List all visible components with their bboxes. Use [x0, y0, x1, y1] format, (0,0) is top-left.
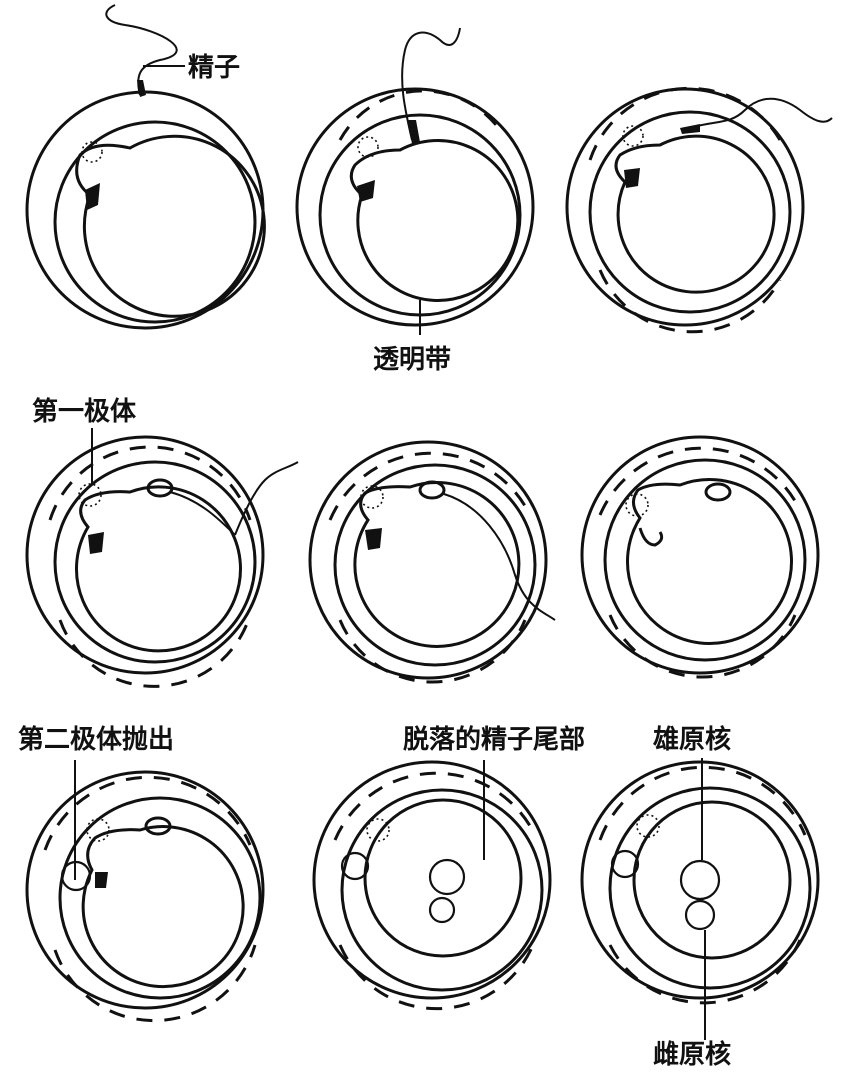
second-meiosis-spindle [638, 527, 664, 547]
first-polar-body [86, 818, 110, 842]
sperm-head [408, 120, 420, 144]
oocyte-chromosomes [85, 183, 100, 210]
female-chromatin [95, 872, 108, 888]
stage-3-oolemma-binding [565, 86, 833, 334]
second-polar-body [610, 849, 640, 879]
stage-7-second-polar-body [25, 760, 265, 1023]
first-polar-body-label: 第一极体 [32, 396, 137, 427]
sperm-tail [105, 4, 178, 96]
stage-2-zona-penetration [295, 27, 535, 335]
polar-body-dotted [622, 125, 644, 147]
stage-1-sperm-contact [25, 4, 266, 330]
female-pronucleus [684, 899, 716, 931]
male-pronucleus [428, 858, 466, 896]
oocyte-chromosomes [365, 528, 382, 550]
polar-body-dotted [81, 141, 103, 163]
male-pronucleus-label: 雄原核 [652, 724, 731, 755]
oocyte-chromosomes [88, 532, 104, 554]
polar-body-dotted [625, 493, 649, 517]
female-pronucleus-label: 雌原核 [653, 1039, 731, 1070]
stage-6-sperm-head-in-ooplasm [580, 435, 820, 679]
oocyte-chromosomes [624, 168, 640, 188]
detached-sperm-tail-label: 脱落的精子尾部 [403, 724, 585, 755]
stage-5-sperm-incorporation [308, 440, 556, 684]
sperm-tail [443, 493, 556, 621]
zona-pellucida-label: 透明带 [373, 345, 451, 375]
polar-body-dotted [357, 136, 379, 158]
female-pronucleus [428, 896, 456, 924]
sperm-tail [401, 27, 461, 141]
male-pronucleus [679, 859, 721, 901]
sperm-head [137, 80, 146, 97]
sperm-tail [689, 97, 833, 129]
sperm-head [680, 124, 700, 134]
oocyte-chromosomes [357, 180, 375, 202]
sperm-label: 精子 [188, 53, 240, 83]
second-polar-body-label: 第二极体抛出 [18, 724, 174, 755]
polar-body-dotted [360, 485, 384, 509]
first-polar-body [78, 483, 102, 507]
stage-9-pronuclei [580, 758, 820, 1040]
second-polar-body [340, 851, 370, 881]
stage-4-first-polar-body [25, 428, 299, 688]
first-polar-body [636, 814, 660, 838]
sperm-tail [169, 461, 299, 536]
first-polar-body [366, 818, 390, 842]
stage-8-pronuclei-forming [312, 760, 552, 1011]
